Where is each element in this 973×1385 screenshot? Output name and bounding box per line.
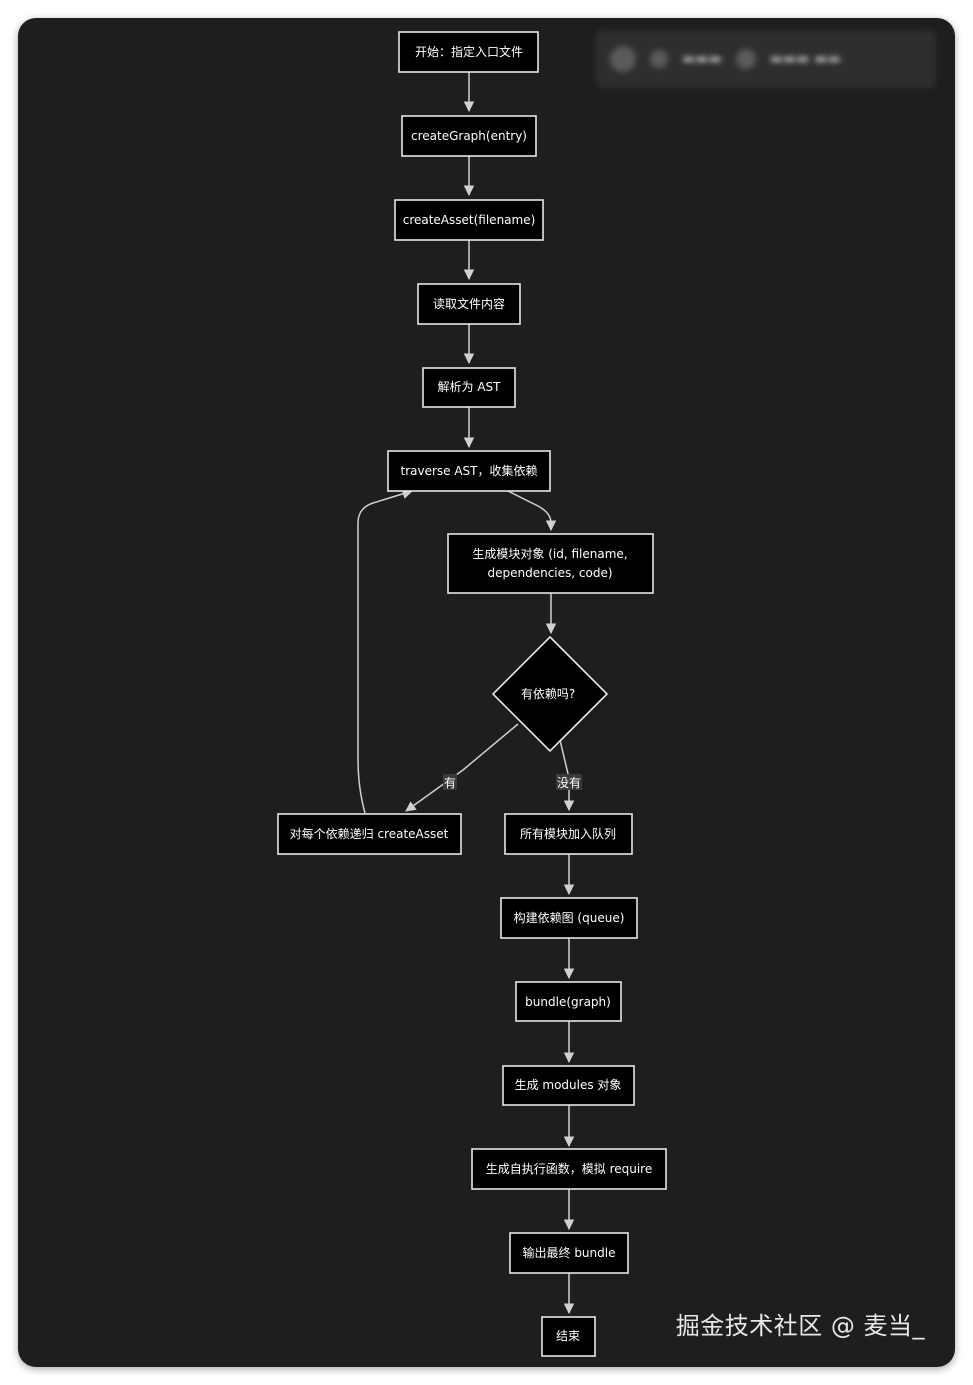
node-build-graph: 构建依赖图 (queue) — [500, 897, 638, 939]
node-start-label: 开始：指定入口文件 — [415, 44, 523, 59]
node-module-object-label-line1: 生成模块对象 (id, filename, — [472, 547, 627, 561]
node-start: 开始：指定入口文件 — [398, 31, 539, 73]
node-create-graph: createGraph(entry) — [401, 115, 537, 157]
blurred-icon — [735, 49, 756, 69]
node-module-object-label-line2: dependencies, code) — [487, 566, 612, 580]
node-parse-ast-label: 解析为 AST — [438, 380, 502, 394]
blurred-label: ▬▬▬ ▬▬ — [769, 51, 841, 67]
node-gen-iife: 生成自执行函数，模拟 require — [471, 1148, 667, 1190]
node-queue: 所有模块加入队列 — [504, 813, 633, 855]
node-output: 输出最终 bundle — [509, 1232, 629, 1274]
node-create-graph-label: createGraph(entry) — [411, 129, 527, 143]
node-module-object: 生成模块对象 (id, filename, dependencies, code… — [447, 533, 654, 594]
edge-recurse-traverse — [357, 488, 414, 814]
node-output-label: 输出最终 bundle — [523, 1245, 616, 1260]
blurred-icon — [610, 46, 636, 72]
node-create-asset: createAsset(filename) — [394, 199, 544, 241]
blurred-toolbar: ▬▬▬ ▬▬▬ ▬▬ — [596, 30, 936, 88]
node-create-asset-label: createAsset(filename) — [403, 213, 536, 227]
node-end-label: 结束 — [556, 1329, 580, 1343]
edge-decision-recurse — [405, 723, 519, 812]
edge-label-yes-text: 有 — [444, 776, 456, 790]
edge-traverse-moduleobj — [507, 490, 557, 532]
node-recurse: 对每个依赖递归 createAsset — [277, 813, 462, 855]
blurred-icon — [650, 50, 668, 68]
edge-label-yes: 有 — [443, 774, 457, 790]
node-end: 结束 — [541, 1316, 596, 1357]
node-recurse-label: 对每个依赖递归 createAsset — [290, 826, 449, 841]
edge-label-no: 没有 — [556, 774, 582, 790]
edge-label-no-text: 没有 — [557, 775, 581, 790]
node-gen-modules: 生成 modules 对象 — [502, 1065, 635, 1106]
node-traverse-label: traverse AST，收集依赖 — [400, 463, 537, 478]
node-bundle: bundle(graph) — [515, 981, 622, 1022]
node-gen-modules-label: 生成 modules 对象 — [515, 1078, 622, 1092]
node-read-file-label: 读取文件内容 — [433, 296, 505, 311]
node-traverse: traverse AST，收集依赖 — [387, 450, 551, 492]
node-queue-label: 所有模块加入队列 — [520, 826, 616, 841]
edges — [357, 72, 575, 1315]
blurred-label: ▬▬▬ — [682, 51, 722, 67]
flowchart: 有 没有 开始：指定入口文件 createGraph(entry) create… — [277, 31, 667, 1357]
node-decision: 有依赖吗? — [491, 635, 609, 753]
node-build-graph-label: 构建依赖图 (queue) — [514, 910, 625, 925]
node-gen-iife-label: 生成自执行函数，模拟 require — [486, 1161, 652, 1176]
watermark: 掘金技术社区 @ 麦当_ — [675, 1312, 925, 1340]
node-read-file: 读取文件内容 — [417, 283, 521, 325]
node-decision-label: 有依赖吗? — [521, 686, 575, 701]
diagram-canvas: ▬▬▬ ▬▬▬ ▬▬ — [18, 18, 955, 1367]
node-bundle-label: bundle(graph) — [525, 995, 611, 1009]
node-parse-ast: 解析为 AST — [422, 367, 516, 408]
